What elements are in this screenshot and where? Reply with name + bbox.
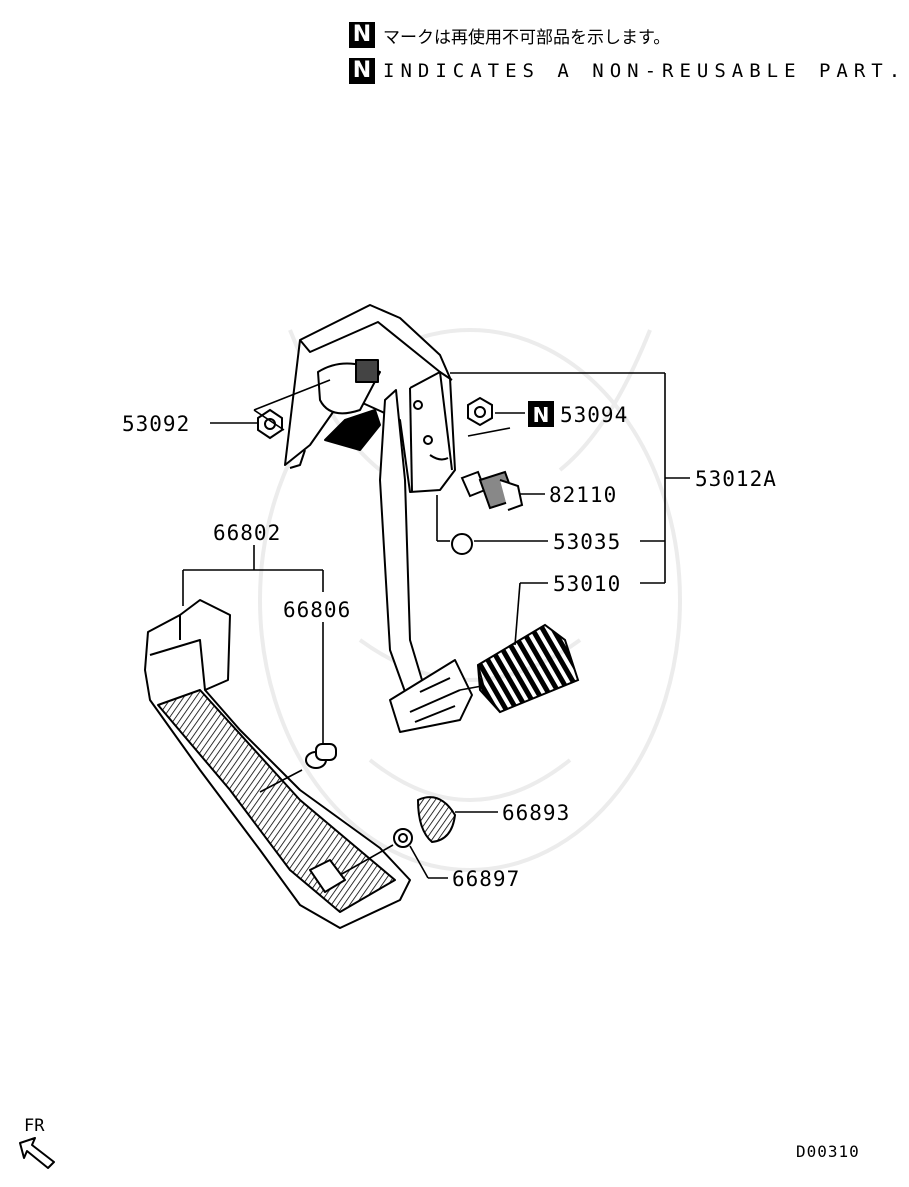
nut-53094 bbox=[467, 396, 493, 427]
part-label-66897[interactable]: 66897 bbox=[452, 867, 520, 891]
watermark-emblem bbox=[258, 328, 682, 872]
legend-english-text: INDICATES A NON-REUSABLE PART. bbox=[383, 60, 907, 82]
part-label-66893[interactable]: 66893 bbox=[502, 801, 570, 825]
stopper-53035 bbox=[451, 533, 473, 555]
part-label-53035[interactable]: 53035 bbox=[553, 530, 621, 554]
front-direction-label: FR bbox=[24, 1116, 45, 1136]
non-reusable-badge: N bbox=[349, 58, 375, 84]
diagram-code: D00310 bbox=[796, 1142, 860, 1161]
part-label-82110[interactable]: 82110 bbox=[549, 483, 617, 507]
pedal-bracket bbox=[284, 304, 456, 493]
legend-japanese: N マークは再使用不可部品を示します。 bbox=[349, 22, 670, 48]
legend-english: N INDICATES A NON-REUSABLE PART. bbox=[349, 58, 906, 84]
part-label-53094[interactable]: 53094 bbox=[560, 403, 628, 427]
nut-66897 bbox=[393, 828, 413, 848]
clip-66806 bbox=[305, 743, 337, 769]
part-label-66806[interactable]: 66806 bbox=[283, 598, 351, 622]
non-reusable-badge-letter: N bbox=[533, 403, 550, 427]
pedal-arm bbox=[379, 389, 473, 733]
cushion-66893 bbox=[416, 796, 457, 844]
switch-82110 bbox=[460, 470, 524, 511]
non-reusable-badge bbox=[528, 401, 554, 427]
pedal-pad bbox=[476, 623, 580, 714]
part-label-66802[interactable]: 66802 bbox=[213, 521, 281, 545]
legend-japanese-text: マークは再使用不可部品を示します。 bbox=[383, 27, 671, 48]
footrest bbox=[144, 599, 411, 929]
non-reusable-badge: N bbox=[349, 22, 375, 48]
front-direction-arrow-icon bbox=[19, 1137, 55, 1169]
part-label-53010[interactable]: 53010 bbox=[553, 572, 621, 596]
part-label-53092[interactable]: 53092 bbox=[122, 412, 190, 436]
part-label-53012A[interactable]: 53012A bbox=[695, 467, 777, 491]
leader-lines bbox=[182, 372, 690, 879]
